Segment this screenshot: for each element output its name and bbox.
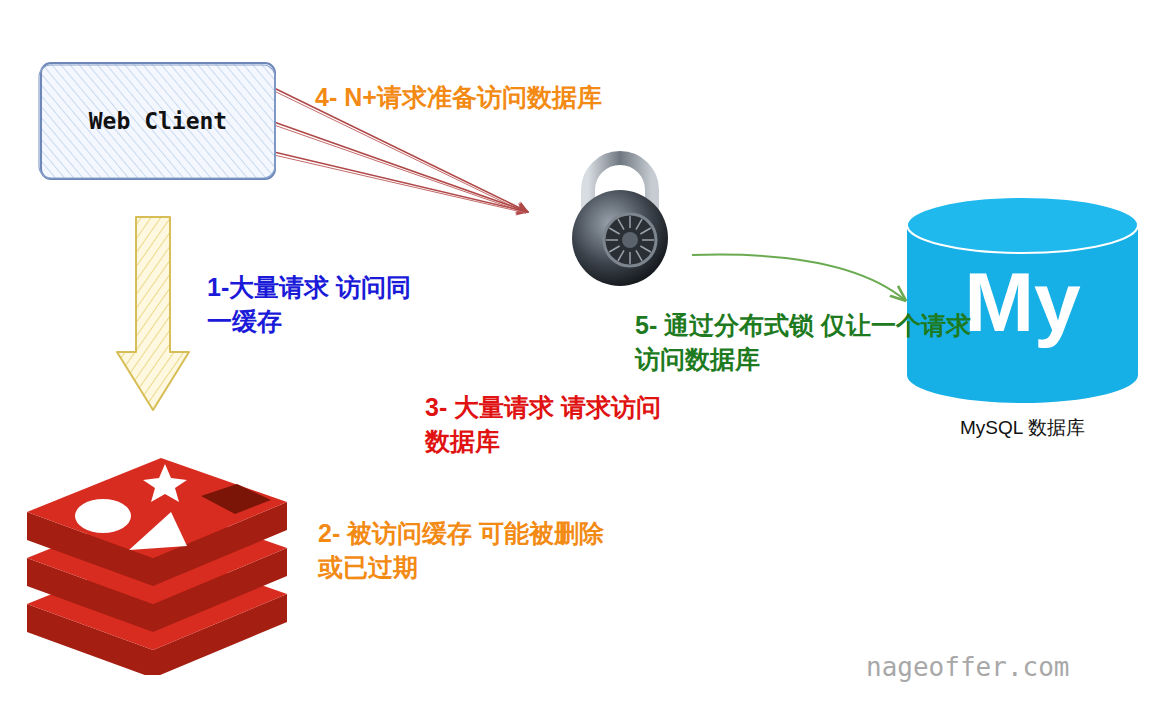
edge-label: 4- N+请求准备访问数据库 — [315, 80, 735, 114]
mysql-database: MyMySQL 数据库 — [905, 195, 1140, 405]
redis-logo — [25, 450, 295, 675]
redis-square — [201, 484, 271, 514]
connector — [274, 122, 528, 213]
callout-text: 5- 通过分布式锁 仅让一个请求访问数据库 — [635, 308, 995, 376]
lock-icon — [550, 150, 690, 290]
node-caption: MySQL 数据库 — [905, 415, 1140, 441]
fat-arrow — [117, 217, 189, 410]
redis-star — [143, 464, 187, 502]
arrow-line — [274, 152, 528, 212]
connector — [117, 217, 189, 410]
sketch-stroke — [274, 155, 526, 213]
distributed-lock: 5- 通过分布式锁 仅让一个请求访问数据库 — [550, 150, 690, 290]
redis-cache: 2- 被访问缓存 可能被删除或已过期 — [25, 450, 625, 675]
callout-text: 3- 大量请求 请求访问数据库 — [425, 390, 685, 458]
redis-triangle — [129, 512, 187, 550]
sketch-stroke — [274, 125, 526, 213]
connector — [692, 255, 905, 300]
redis-circle — [75, 499, 131, 533]
arrow-line — [692, 255, 905, 300]
edge-label: 1-大量请求 访问同一缓存 — [207, 270, 427, 338]
watermark: nageoffer.com — [866, 652, 1070, 682]
callout-text: 2- 被访问缓存 可能被删除或已过期 — [318, 516, 618, 584]
arrow-line — [274, 122, 528, 212]
node-label: Web Client — [89, 108, 227, 134]
connector — [274, 152, 528, 213]
client-box: Web Client — [38, 60, 278, 182]
